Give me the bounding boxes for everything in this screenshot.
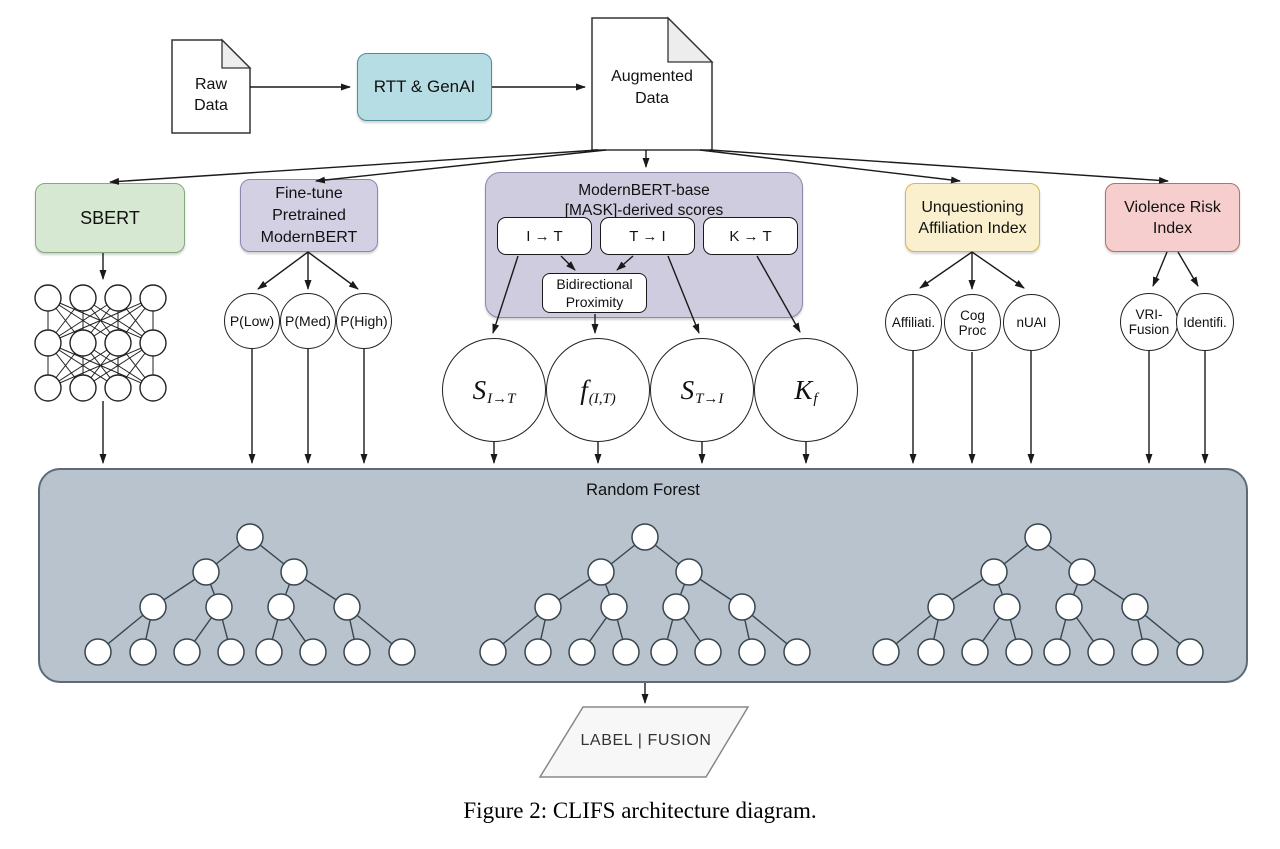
score-f-it-main: f (580, 374, 588, 405)
unquestioning-affiliation-box: Unquestioning Affiliation Index (905, 183, 1040, 252)
modernbert-title-line1: ModernBERT-base (578, 182, 710, 199)
p-high-circle: P(High) (336, 293, 392, 349)
score-s-i-to-t-sub: I→T (487, 390, 516, 407)
modernbert-title-line2: [MASK]-derived scores (564, 202, 724, 219)
finetune-line3: ModernBERT (260, 228, 358, 246)
p-med-circle: P(Med) (280, 293, 336, 349)
violence-risk-box: Violence Risk Index (1105, 183, 1240, 252)
vri-line1: Violence Risk (1124, 198, 1221, 216)
score-f-it-sub: (I,T) (588, 390, 616, 407)
i-to-t-box: I → T (497, 217, 592, 255)
sbert-label: SBERT (80, 207, 140, 228)
sbert-box: SBERT (35, 183, 185, 253)
vri-fusion-circle: VRI- Fusion (1120, 293, 1178, 351)
bidirectional-line2: Proximity (565, 294, 624, 310)
t-to-i-box: T → I (600, 217, 695, 255)
finetune-modernbert-box: Fine-tune Pretrained ModernBERT (240, 179, 378, 252)
cog-proc-circle: Cog Proc (944, 294, 1001, 351)
sbert-network-graphic (34, 284, 167, 402)
rtt-genai-box: RTT & GenAI (357, 53, 492, 121)
score-k-f-main: K (794, 374, 813, 405)
affiliation-circle: Affiliati. (885, 294, 942, 351)
p-high-label: P(High) (340, 313, 388, 329)
bidirectional-proximity-box: Bidirectional Proximity (542, 273, 647, 313)
augmented-data-document-icon (591, 16, 714, 151)
uai-line1: Unquestioning (921, 198, 1024, 216)
raw-data-document-icon (171, 38, 252, 134)
p-low-label: P(Low) (229, 313, 275, 329)
cog-proc-line1: Cog (960, 307, 985, 323)
rtt-genai-label: RTT & GenAI (373, 77, 476, 96)
score-s-i-to-t-main: S (472, 374, 487, 405)
finetune-line1: Fine-tune (275, 184, 343, 202)
score-s-t-to-i-main: S (680, 374, 695, 405)
forest-tree-1 (84, 523, 416, 666)
uai-line2: Affiliation Index (918, 219, 1027, 237)
augmented-data-label: Augmented Data (592, 66, 712, 110)
label-fusion-label: LABEL | FUSION (580, 732, 712, 749)
nuai-circle: nUAI (1003, 294, 1060, 351)
t-to-i-label: T → I (629, 227, 666, 245)
forest-tree-3 (872, 523, 1204, 666)
augmented-data-line1: Augmented (611, 68, 693, 85)
forest-tree-2 (479, 523, 811, 666)
i-to-t-label: I → T (526, 227, 563, 245)
vri-fusion-line1: VRI- (1135, 307, 1163, 322)
arrows (99, 83, 1209, 704)
k-to-t-label: K → T (729, 227, 772, 245)
vri-fusion-line2: Fusion (1128, 322, 1170, 337)
finetune-line2: Pretrained (272, 206, 346, 224)
raw-data-line2: Data (194, 97, 228, 114)
random-forest-label: Random Forest (586, 481, 700, 499)
figure-caption: Figure 2: CLIFS architecture diagram. (463, 798, 817, 823)
nuai-label: nUAI (1016, 315, 1047, 330)
score-s-t-to-i-sub: T→I (695, 390, 724, 407)
p-low-circle: P(Low) (224, 293, 280, 349)
identification-label: Identifi. (1183, 314, 1227, 330)
score-f-it-circle: f(I,T) (546, 338, 650, 442)
raw-data-line1: Raw (194, 76, 227, 93)
label-fusion-parallelogram (538, 706, 750, 778)
vri-line2: Index (1152, 219, 1193, 237)
score-k-f-sub: f (813, 390, 818, 407)
affiliation-label: Affiliati. (891, 315, 936, 330)
k-to-t-box: K → T (703, 217, 798, 255)
p-med-label: P(Med) (285, 313, 331, 329)
bidirectional-line1: Bidirectional (556, 276, 633, 292)
identification-circle: Identifi. (1176, 293, 1234, 351)
cog-proc-line2: Proc (958, 322, 987, 338)
raw-data-label: Raw Data (172, 74, 250, 116)
augmented-data-line2: Data (635, 90, 669, 107)
